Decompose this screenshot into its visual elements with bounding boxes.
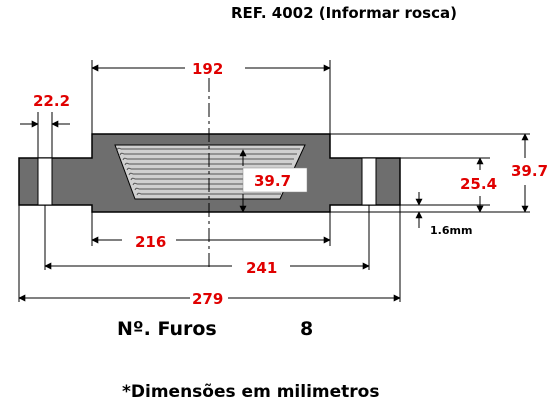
dimension-lines	[18, 64, 529, 302]
units-footnote: *Dimensões em milimetros	[122, 382, 380, 402]
dimension-241: 241	[246, 259, 277, 277]
holes-label: Nº. Furos	[117, 318, 217, 340]
holes-value: 8	[300, 318, 314, 340]
dimension-25-4: 25.4	[460, 175, 497, 193]
inner-height-label-box	[242, 167, 308, 193]
dimension-22-2: 22.2	[33, 92, 70, 110]
dimension-39-7-outer: 39.7	[511, 162, 548, 180]
reference-title: REF. 4002 (Informar rosca)	[231, 4, 457, 22]
bolt-hole-right	[361, 157, 377, 206]
dimension-1-6mm: 1.6mm	[430, 224, 472, 237]
dimension-192: 192	[192, 60, 223, 78]
dimension-216: 216	[135, 233, 166, 251]
bolt-hole-left	[37, 157, 53, 206]
dimension-39-7-inner: 39.7	[254, 172, 291, 190]
dimension-279: 279	[192, 290, 223, 308]
